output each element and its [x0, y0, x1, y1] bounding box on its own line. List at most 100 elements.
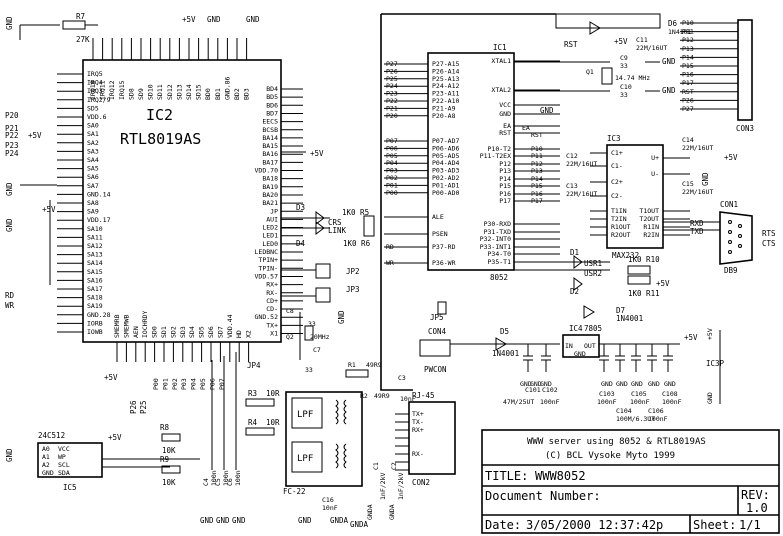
c10-ref: C10	[620, 83, 632, 91]
con3-pin: P17	[682, 79, 694, 87]
ic2-left-pin: IRQ5	[87, 70, 103, 78]
ic1-left-pin: P04-AD4	[432, 159, 459, 167]
net-p21: P21	[5, 124, 19, 133]
ic1-right-pin: GND	[499, 110, 511, 118]
r4-ref: R4	[248, 418, 258, 427]
ic2-left-pin: VDD.6	[87, 113, 107, 121]
ic2-left-pin: SA18	[87, 294, 103, 302]
jp4-ref: JP4	[247, 361, 261, 370]
ic1-right-net: P10	[531, 145, 543, 153]
gnd-c4: GND	[200, 516, 214, 525]
ic1-right-pins: XTAL1XTAL2VCCGNDEARSTP10-T2P11-T2EXP12P1…	[480, 57, 560, 266]
usr-leds: D1 D2 USR1 USR2 1K0 R10 1K0 R11 +5V	[514, 248, 670, 298]
ic3-left-pin: R2OUT	[611, 231, 631, 239]
c7-value: 33	[305, 366, 313, 374]
usr1-label: USR1	[584, 259, 602, 268]
con3-pin: P13	[682, 45, 694, 53]
ic2-right-pin: EECS	[262, 118, 278, 126]
d6-part: 1N4101	[668, 28, 692, 36]
c102-ref: C102	[542, 386, 558, 394]
ic5-eeprom: 24C512 IC5 A0 A1 A2 GND VCC WP SCL SDA +…	[5, 361, 261, 492]
ic2-right-pin: GND.52	[255, 313, 279, 321]
ic3-ref: IC3	[607, 134, 621, 143]
ic1-right-net: P11	[531, 152, 543, 160]
q2-ref: Q2	[286, 333, 294, 341]
ic3p-ref: IC3P	[706, 359, 725, 368]
ps-gnd-label: GND	[601, 380, 613, 388]
ic1-right-net: P15	[531, 182, 543, 190]
ic1-left-net: P05	[386, 152, 398, 160]
c2-ref: C2	[390, 462, 398, 470]
ic1-right-pin: P16	[499, 190, 511, 198]
d5-part: 1N4001	[492, 349, 519, 358]
ic2-right-pin: CD+	[266, 297, 278, 305]
fc22-ref: FC-22	[283, 487, 306, 496]
r9-value: 10K	[162, 478, 176, 487]
gnda-bottom: GNDA	[350, 520, 369, 529]
c3-value: 10nF	[400, 395, 416, 403]
d6-c11: D6 1N4101 RST +5V C11 22M/16UT	[555, 13, 692, 52]
c104-ref: C104	[616, 407, 632, 415]
ic2-bottom-pin: HD	[235, 330, 243, 338]
ic2-right-pin: BD5	[266, 93, 278, 101]
ic1-right-pin: P35-T1	[488, 258, 512, 266]
ic2-right-pin: LED0	[262, 240, 278, 248]
ic4-pin-out: OUT	[584, 342, 596, 350]
ic2-left-pin: SA6	[87, 173, 99, 181]
ic1-left-net: P04	[386, 159, 398, 167]
ic1-left-pin: P02-AD2	[432, 174, 459, 182]
ic2-bottom-pin: SD6	[207, 326, 215, 338]
c10-value: 33	[620, 91, 628, 99]
c12-ref: C12	[566, 152, 578, 160]
ic1-left-pin: ALE	[432, 213, 444, 221]
rxd-label: RXD	[690, 219, 704, 228]
rev-label: REV:	[741, 488, 770, 502]
ic3-max232: IC3 MAX232 C1+C1-C2+C2-T1INT2INR1OUTR2OU…	[566, 134, 738, 260]
ic1-left-net: P07	[386, 137, 398, 145]
ic5-wp: WP	[58, 453, 66, 461]
ic2-right-pin: JP	[270, 207, 278, 215]
r2-value: 49R9	[374, 392, 390, 400]
ic2-left-pin: SA13	[87, 251, 103, 259]
ic1-gnd-net: GND	[540, 106, 554, 115]
ic2-bottom-pin: SMEMWB	[122, 314, 130, 338]
ic2-rtl8019as: IC2 RTL8019AS IRQ5IRQ4IRQ3IRQ2/9SD5VDD.6…	[57, 38, 303, 362]
ic1-left-net: P01	[386, 181, 398, 189]
ic1-left-pin: P00-AD0	[432, 189, 459, 197]
ic1-left-net: P21	[386, 104, 398, 112]
ic2-left-pins: IRQ5IRQ4IRQ3IRQ2/9SD5VDD.6SA0SA1SA2SA3SA…	[57, 70, 111, 336]
title-block: WWW server using 8052 & RTL8019AS (C) BC…	[481, 429, 780, 534]
ic1-left-pin: P24-A12	[432, 82, 459, 90]
c105-ref: C105	[631, 390, 647, 398]
ic1-left-net: P25	[386, 75, 398, 83]
ic1-left-net: P20	[386, 112, 398, 120]
bottom-net: P02	[171, 378, 179, 390]
ic1-left-pin: P21-A9	[432, 104, 456, 112]
ic1-right-net: P16	[531, 190, 543, 198]
ic2-right-pin: BA17	[262, 158, 278, 166]
ic5-vcc: VCC	[58, 445, 70, 453]
ic2-left-pin: SA3	[87, 147, 99, 155]
ic4-part: 7805	[584, 324, 602, 333]
ic3-part: MAX232	[612, 251, 639, 260]
ic5-sda: SDA	[58, 469, 70, 477]
ic2-left-pin: SA10	[87, 225, 103, 233]
c8-value: 33	[308, 320, 316, 328]
ic1-left-net: P00	[386, 189, 398, 197]
bottom-net: P05	[199, 378, 207, 390]
doc-number-label: Document Number:	[485, 489, 601, 503]
ic2-left-pin: SA17	[87, 285, 103, 293]
con3-pin: P11	[682, 28, 694, 36]
ic2-bottom-pin: IOCHRDY	[141, 311, 149, 338]
con3-pin: P15	[682, 62, 694, 70]
ic3-right-pin: U-	[651, 170, 659, 178]
usr-5v: +5V	[656, 279, 670, 288]
ic5-a2: A2	[42, 461, 50, 469]
q2-value: 20MHz	[310, 333, 330, 341]
ic2-bottom-pin: SMEMRB	[113, 314, 121, 338]
ic3-left-pin: T1IN	[611, 207, 627, 215]
ic2-right-pin: BA18	[262, 175, 278, 183]
date-label: Date:	[485, 518, 521, 532]
ic3-right-pin: U+	[651, 154, 659, 162]
